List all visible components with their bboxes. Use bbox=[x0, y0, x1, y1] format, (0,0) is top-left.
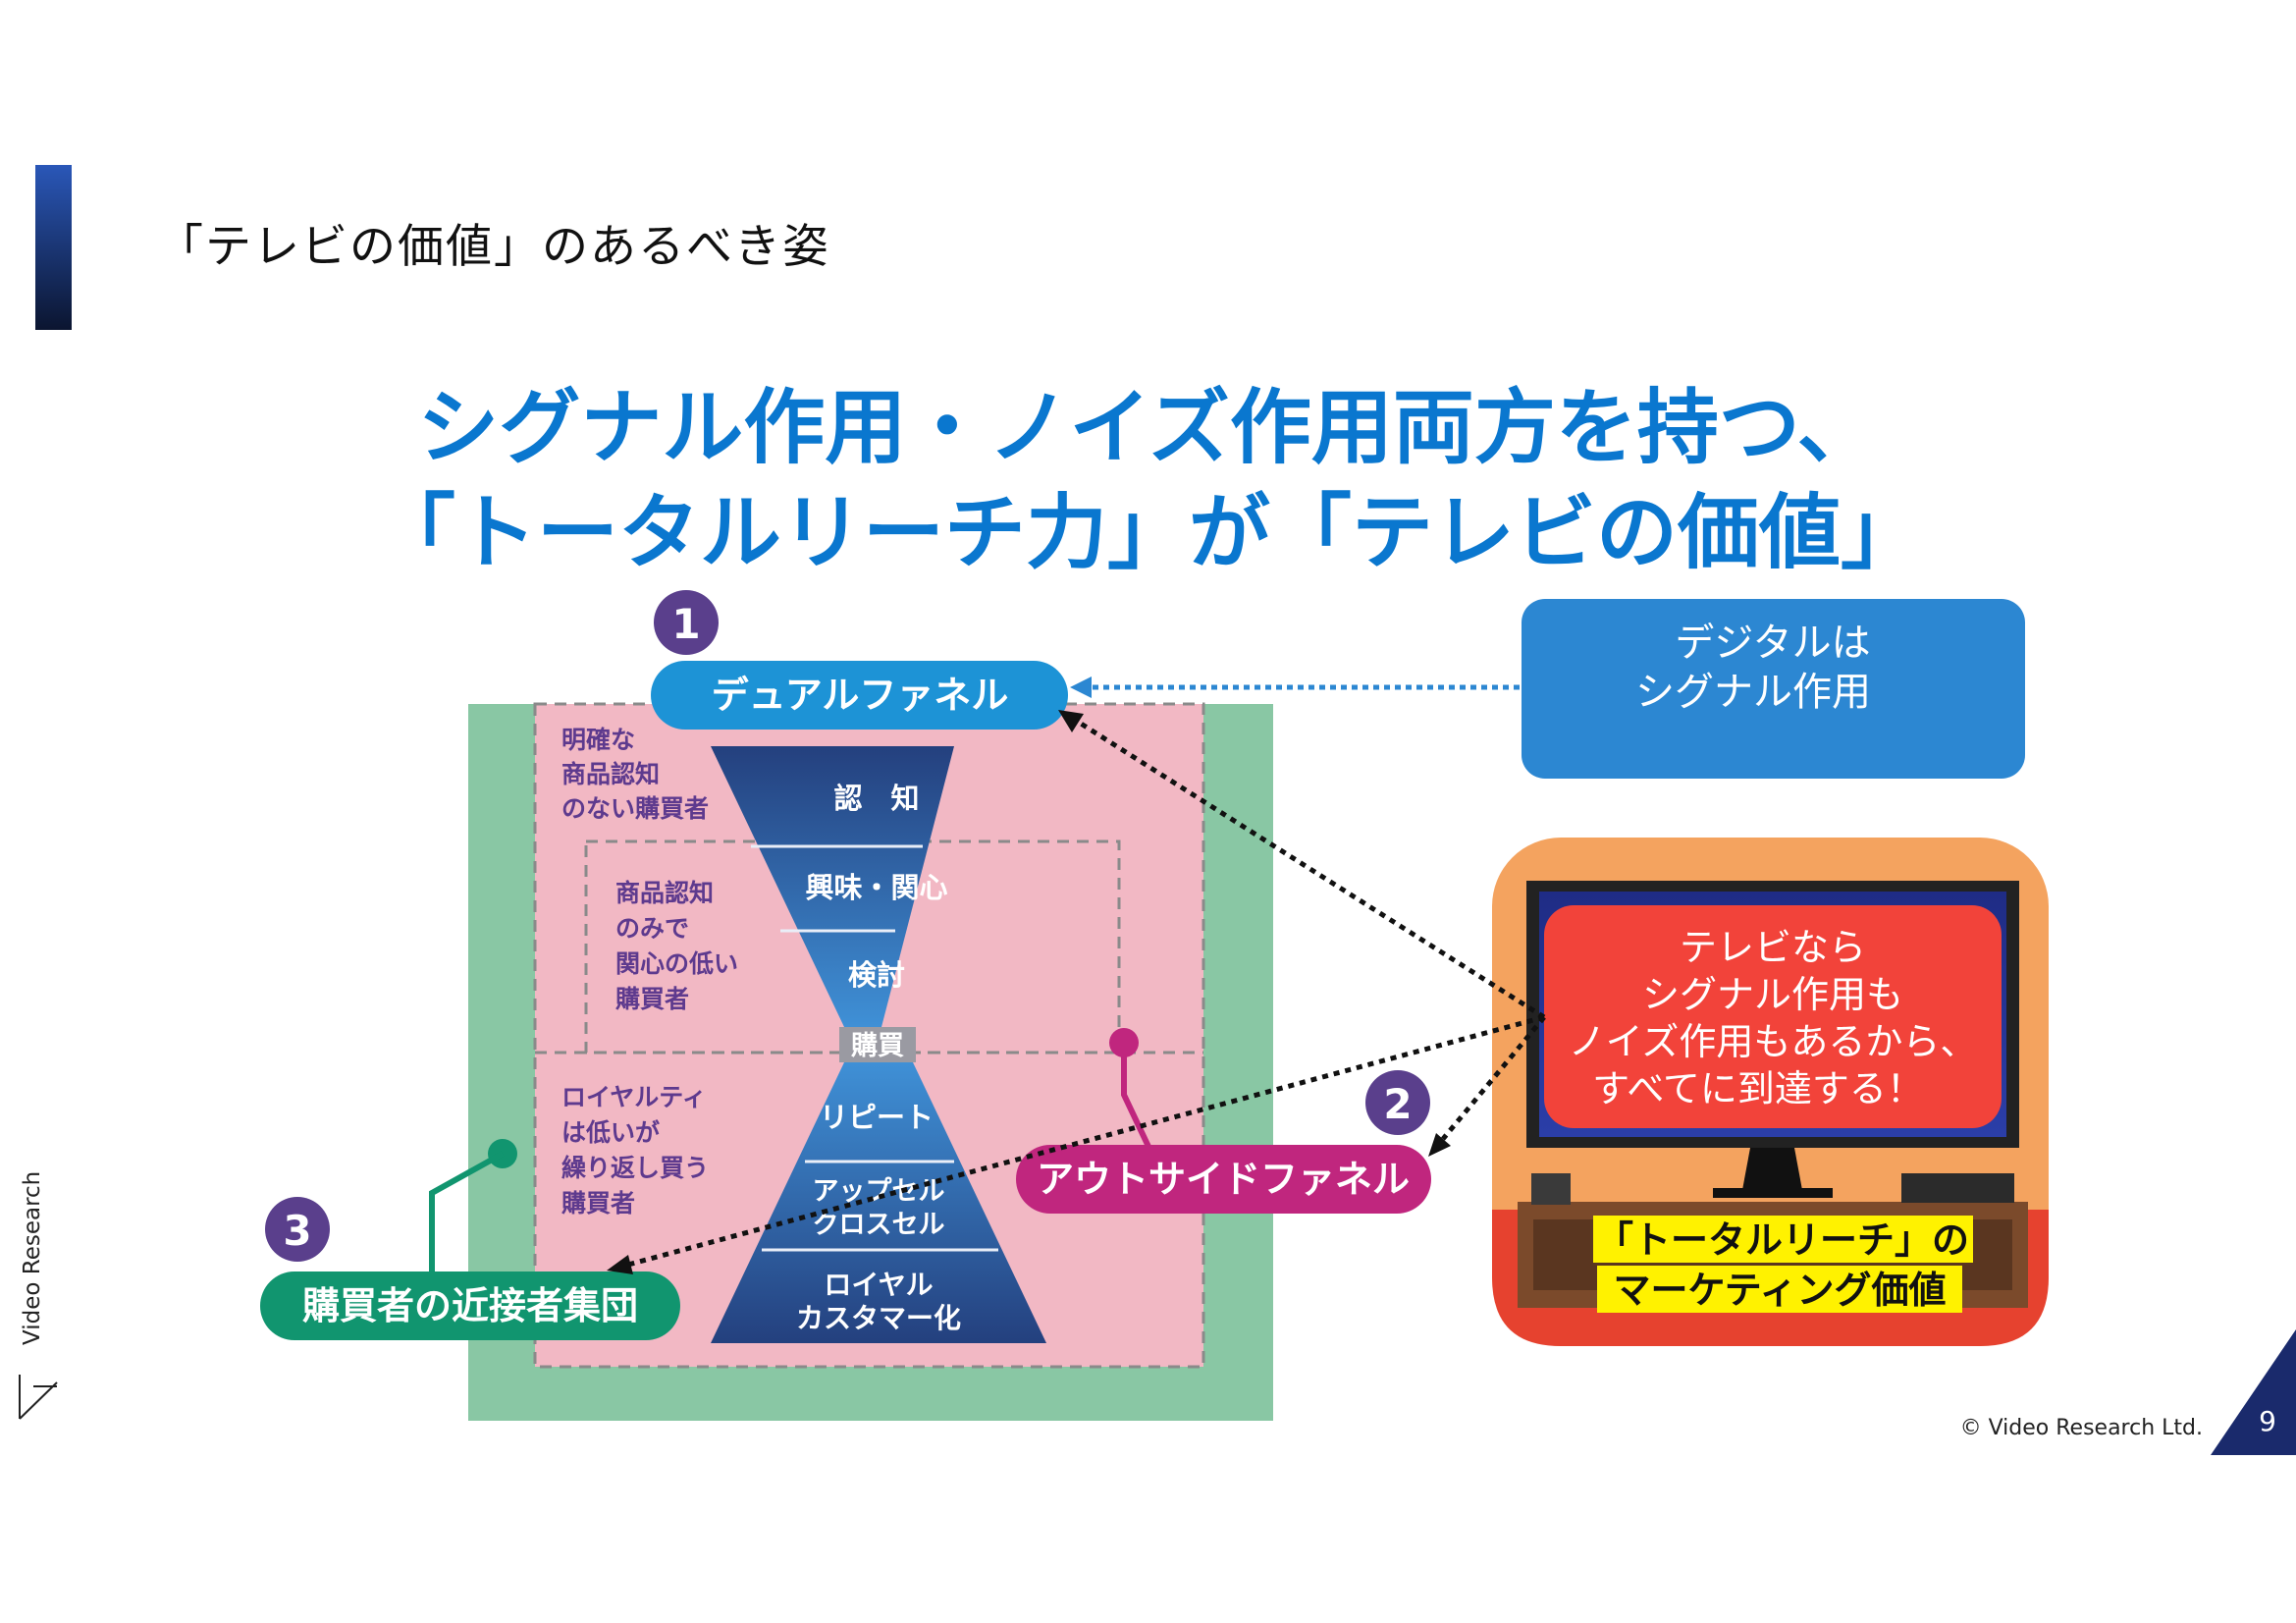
nearby-pointer-dot bbox=[488, 1139, 517, 1168]
tv-line1: テレビなら bbox=[1680, 926, 1866, 969]
digital-arrow-head bbox=[1070, 676, 1092, 698]
segment-royal-2: カスタマー化 bbox=[796, 1302, 961, 1334]
note-b-4: 購買者 bbox=[615, 985, 689, 1013]
badge-1-label: 1 bbox=[671, 600, 700, 648]
segment-kento: 検討 bbox=[848, 958, 905, 992]
page-number: 9 bbox=[2259, 1405, 2276, 1437]
note-c-4: 購買者 bbox=[561, 1189, 635, 1217]
copyright: © Video Research Ltd. bbox=[1960, 1416, 2203, 1440]
digital-box-line2: シグナル作用 bbox=[1635, 670, 1871, 715]
note-c-2: は低いが bbox=[561, 1118, 660, 1147]
tv-neck bbox=[1742, 1148, 1802, 1190]
note-c-3: 繰り返し買う bbox=[561, 1154, 709, 1182]
logo-mark bbox=[20, 1382, 57, 1419]
segment-royal-1: ロイヤル bbox=[824, 1269, 933, 1301]
outside-funnel-label: アウトサイドファネル bbox=[1037, 1158, 1410, 1201]
note-c-1: ロイヤルティ bbox=[561, 1083, 707, 1111]
note-a-1: 明確な bbox=[561, 726, 635, 754]
tv-device bbox=[1901, 1173, 2014, 1203]
nearby-group-label: 購買者の近接者集団 bbox=[302, 1284, 638, 1327]
page-corner bbox=[2211, 1329, 2296, 1455]
segment-ninchi: 認 知 bbox=[833, 782, 919, 815]
tv-line2: シグナル作用も bbox=[1642, 973, 1903, 1016]
note-b-3: 関心の低い bbox=[615, 949, 738, 978]
note-b-1: 商品認知 bbox=[615, 879, 714, 907]
note-a-2: 商品認知 bbox=[561, 760, 660, 788]
segment-upsell-1: アップセル bbox=[813, 1176, 945, 1207]
caption-line2: マーケティング価値 bbox=[1614, 1269, 1947, 1312]
tv-line3: ノイズ作用もあるから、 bbox=[1569, 1020, 1978, 1063]
tv-line4: すべてに到達する！ bbox=[1592, 1067, 1924, 1110]
tv-base bbox=[1713, 1188, 1833, 1198]
logo-text: Video Research bbox=[20, 1171, 45, 1345]
caption-line1: 「トータルリーチ」の bbox=[1596, 1218, 1969, 1262]
segment-kyomi: 興味・関心 bbox=[805, 871, 947, 904]
note-b-2: のみで bbox=[615, 914, 689, 943]
badge-2-label: 2 bbox=[1383, 1080, 1412, 1128]
note-a-3: のない購買者 bbox=[561, 794, 709, 823]
badge-3-label: 3 bbox=[283, 1207, 311, 1255]
segment-kobai: 購買 bbox=[851, 1031, 904, 1061]
segment-repeat: リピート bbox=[820, 1101, 934, 1134]
segment-upsell-2: クロスセル bbox=[813, 1210, 945, 1240]
dual-funnel-label: デュアルファネル bbox=[712, 674, 1009, 717]
digital-box-line1: デジタルは bbox=[1675, 621, 1870, 666]
